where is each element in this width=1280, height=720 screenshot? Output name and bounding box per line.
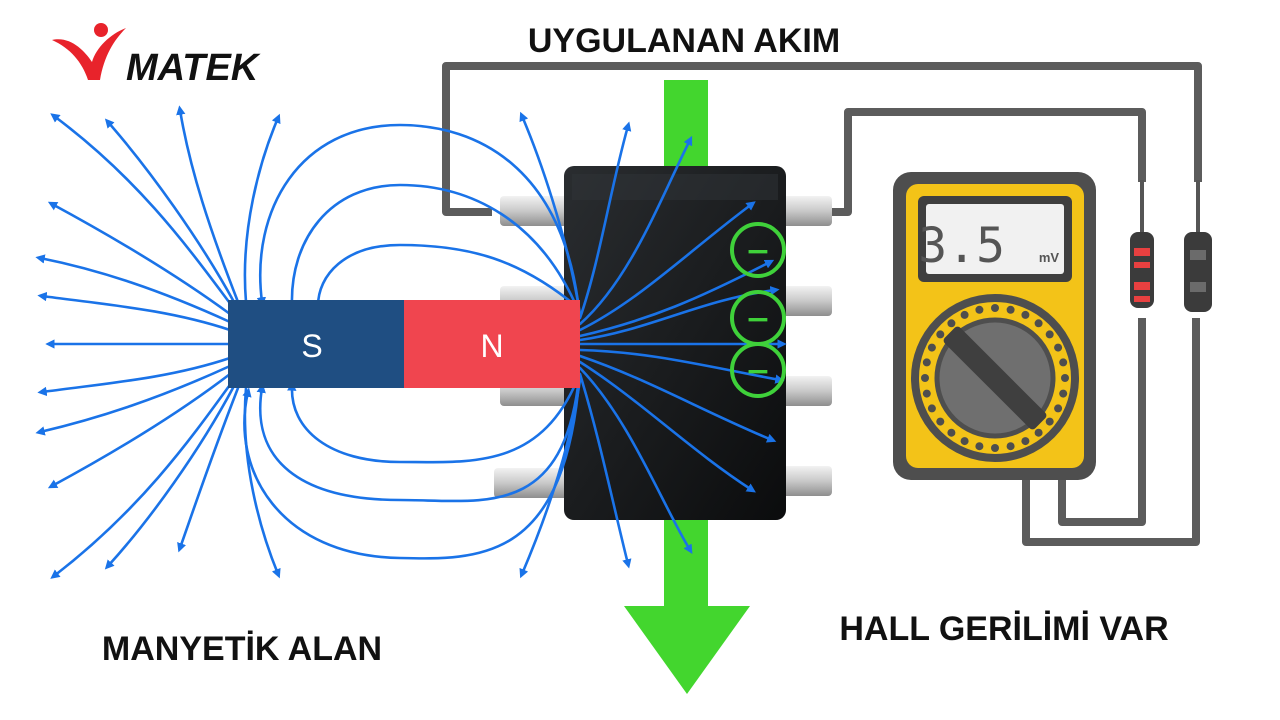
dial-dot: [1021, 310, 1030, 319]
field-line: [578, 354, 777, 443]
dial-dot: [947, 319, 956, 328]
field-line: [50, 380, 234, 579]
current-arrow: [624, 80, 750, 694]
field-line: [578, 135, 693, 326]
dial-dot: [975, 305, 984, 314]
magnetic-field-lines: [35, 105, 787, 579]
dial-dot: [921, 374, 929, 382]
field-line: [47, 201, 232, 316]
current-circuit: [442, 62, 1202, 546]
bar-magnet: S N: [228, 300, 580, 388]
applied-current-label: UYGULANAN AKIM: [528, 22, 840, 60]
hall-voltage-label: HALL GERİLİMİ VAR: [839, 610, 1168, 648]
charge-indicators: − − −: [730, 222, 786, 398]
field-line: [578, 201, 756, 332]
dial-dot: [947, 428, 956, 437]
dial-dot: [936, 330, 945, 339]
magnet-north-pole: [404, 300, 580, 388]
dial-scale-dots: [921, 304, 1069, 452]
field-line: [37, 356, 232, 397]
dial-dot: [1061, 374, 1069, 382]
dial-dot: [1006, 442, 1015, 451]
field-line: [242, 387, 580, 560]
dial-dot: [991, 444, 999, 452]
field-line: [287, 376, 580, 464]
meter-reading: 3.5: [918, 218, 1005, 274]
field-line: [35, 254, 232, 324]
dial-dot: [975, 442, 984, 451]
dial-dot: [927, 343, 936, 352]
dial-dot: [927, 404, 936, 413]
field-line: [256, 383, 580, 503]
field-line: [287, 183, 580, 312]
field-line: [578, 360, 756, 493]
field-line: [243, 113, 281, 304]
logo-head-icon: [94, 23, 108, 37]
dial-dot: [1045, 417, 1054, 426]
dial-dot: [922, 358, 931, 367]
charge-symbol-3: −: [745, 354, 770, 389]
dial-dot: [1006, 305, 1015, 314]
field-line: [243, 386, 281, 579]
field-line: [104, 118, 236, 304]
dial-dot: [1054, 343, 1063, 352]
logo-figure-icon: [52, 28, 126, 80]
dial-dot: [991, 304, 999, 312]
dial-dot: [1059, 358, 1068, 367]
magnet-south-pole: [228, 300, 404, 388]
field-line: [50, 113, 234, 308]
field-line: [256, 123, 580, 307]
magnet-north-label: N: [480, 328, 503, 364]
dial-dot: [1021, 437, 1030, 446]
multimeter: 3.5 mV: [893, 172, 1096, 480]
dial-dot: [1045, 330, 1054, 339]
field-line: [519, 378, 582, 579]
field-line: [37, 291, 232, 332]
field-line: [578, 348, 785, 384]
field-line: [313, 243, 578, 311]
magnetic-field-label: MANYETİK ALAN: [102, 630, 382, 668]
field-line: [177, 386, 240, 553]
field-line: [578, 121, 632, 320]
dial-dot: [922, 389, 931, 398]
field-line: [176, 105, 240, 304]
logo-text: MATEK: [126, 47, 261, 89]
dial-dot: [936, 417, 945, 426]
dial-dot: [1034, 428, 1043, 437]
field-line: [578, 372, 632, 569]
charge-circle-3: [730, 342, 786, 398]
field-line: [578, 366, 693, 555]
dial-dot: [1059, 389, 1068, 398]
probe-black: [1184, 180, 1212, 312]
field-line: [47, 372, 232, 489]
charge-circle-1: [730, 222, 786, 278]
charge-symbol-1: −: [745, 234, 770, 269]
probe-red: [1130, 180, 1154, 308]
field-line: [104, 384, 236, 570]
dial-pointer: [943, 326, 1047, 430]
dial-dot: [1054, 404, 1063, 413]
dial-dot: [1034, 319, 1043, 328]
meter-unit: mV: [1039, 250, 1060, 265]
field-line: [519, 111, 582, 316]
charge-symbol-2: −: [745, 302, 770, 337]
dial-dot: [960, 437, 969, 446]
field-line: [35, 364, 232, 436]
matek-logo: MATEK: [52, 23, 261, 89]
magnet-south-label: S: [301, 328, 322, 364]
dial-dot: [960, 310, 969, 319]
